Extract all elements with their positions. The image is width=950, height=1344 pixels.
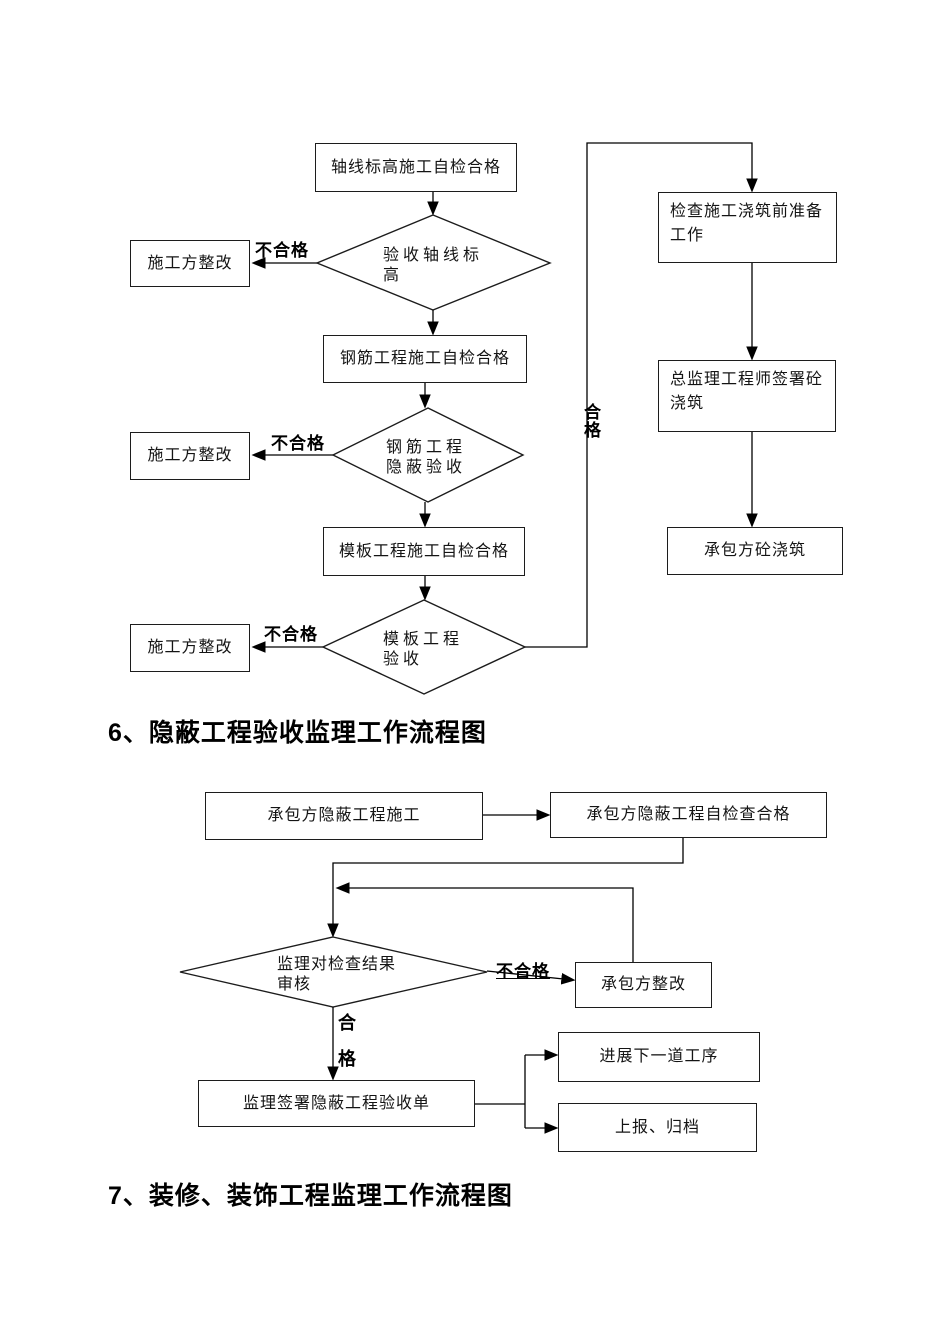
section-7-heading: 7、装修、装饰工程监理工作流程图 xyxy=(108,1182,513,1210)
diamond-review-check-label: 监理对检查结果 审核 xyxy=(277,956,397,993)
diamond-rebar-hidden-accept-label: 钢筋工程 隐蔽验收 xyxy=(386,439,467,476)
node-rectify-2: 施工方整改 xyxy=(130,432,250,480)
node-formwork-selfcheck: 模板工程施工自检合格 xyxy=(323,527,525,576)
node-rebar-selfcheck: 钢筋工程施工自检合格 xyxy=(323,335,527,383)
label-fail-2: 不合格 xyxy=(271,434,325,453)
label-fail-1: 不合格 xyxy=(255,241,309,260)
node-check-pour-prep: 检查施工浇筑前准备 工作 xyxy=(658,192,837,263)
label-fail-3: 不合格 xyxy=(264,625,318,644)
node-formwork-selfcheck-label: 模板工程施工自检合格 xyxy=(338,542,509,560)
node-contractor-rectify-label: 承包方整改 xyxy=(600,976,686,993)
node-rectify-1: 施工方整改 xyxy=(130,240,250,287)
label-pass-vertical-2: 合 格 xyxy=(338,1013,357,1069)
node-check-pour-prep-label: 检查施工浇筑前准备 工作 xyxy=(670,203,824,244)
node-rebar-selfcheck-label: 钢筋工程施工自检合格 xyxy=(339,350,510,367)
diamond-rebar-hidden-accept xyxy=(331,407,525,503)
section-6-heading: 6、隐蔽工程验收监理工作流程图 xyxy=(108,719,487,747)
node-rectify-3-label: 施工方整改 xyxy=(147,639,233,656)
node-contractor-pour: 承包方砼浇筑 xyxy=(667,527,843,575)
diamond-formwork-accept xyxy=(321,599,527,695)
node-contractor-rectify: 承包方整改 xyxy=(575,962,712,1008)
node-chief-sign-concrete: 总监理工程师签署砼 浇筑 xyxy=(658,360,836,432)
node-axis-selfcheck-label: 轴线标高施工自检合格 xyxy=(330,158,501,176)
node-rectify-1-label: 施工方整改 xyxy=(147,254,233,272)
node-next-process: 进展下一道工序 xyxy=(558,1032,760,1082)
node-sign-acceptance-form-label: 监理签署隐蔽工程验收单 xyxy=(242,1094,430,1112)
node-contractor-selfcheck-label: 承包方隐蔽工程自检查合格 xyxy=(586,806,791,823)
node-contractor-selfcheck: 承包方隐蔽工程自检查合格 xyxy=(550,792,827,838)
node-axis-selfcheck: 轴线标高施工自检合格 xyxy=(315,143,517,192)
diamond-verify-axis-label: 验收轴线标 高 xyxy=(383,247,484,284)
label-pass-vertical-1: 合 格 xyxy=(584,403,602,440)
node-rectify-3: 施工方整改 xyxy=(130,624,250,672)
node-contractor-hidden-construction: 承包方隐蔽工程施工 xyxy=(205,792,483,840)
node-contractor-hidden-construction-label: 承包方隐蔽工程施工 xyxy=(267,807,421,824)
node-report-archive-label: 上报、归档 xyxy=(614,1118,700,1136)
node-rectify-2-label: 施工方整改 xyxy=(147,447,233,464)
node-chief-sign-concrete-label: 总监理工程师签署砼 浇筑 xyxy=(670,371,824,412)
node-next-process-label: 进展下一道工序 xyxy=(599,1048,719,1065)
node-contractor-pour-label: 承包方砼浇筑 xyxy=(703,542,806,559)
label-fail-4: 不合格 xyxy=(496,962,550,981)
diamond-formwork-accept-label: 模板工程 验收 xyxy=(383,631,464,668)
node-sign-acceptance-form: 监理签署隐蔽工程验收单 xyxy=(198,1080,475,1127)
node-report-archive: 上报、归档 xyxy=(558,1103,757,1152)
